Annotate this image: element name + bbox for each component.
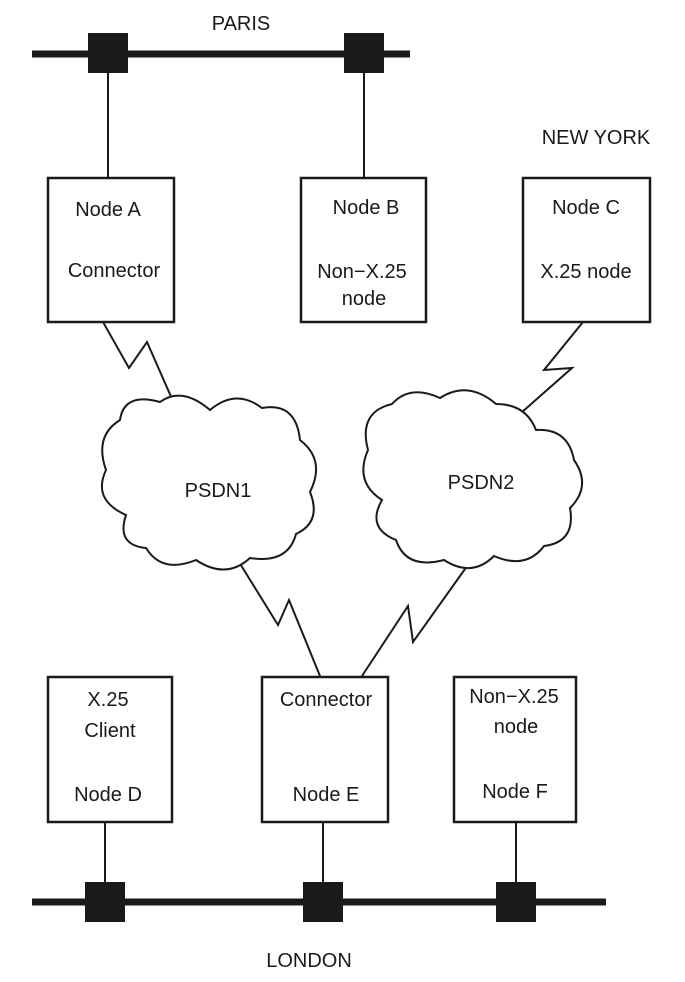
psdn1-cloud-shape bbox=[101, 394, 318, 571]
link-node-c-psdn2 bbox=[512, 321, 584, 421]
london-label: LONDON bbox=[266, 950, 352, 972]
node-c-role: X.25 node bbox=[540, 261, 631, 283]
psdn1-label: PSDN1 bbox=[185, 480, 252, 502]
paris-tap-a bbox=[88, 33, 128, 73]
node-f-role-line2: node bbox=[494, 716, 539, 738]
node-d-role-line2: Client bbox=[84, 720, 136, 742]
node-f-role-line1: Non−X.25 bbox=[469, 686, 559, 708]
london-tap-d bbox=[85, 882, 125, 922]
paris-label: PARIS bbox=[212, 13, 271, 35]
node-c-box bbox=[521, 176, 652, 324]
node-b-name: Node B bbox=[333, 197, 400, 219]
node-f: Non−X.25 node Node F bbox=[452, 675, 578, 824]
london-tap-e bbox=[303, 882, 343, 922]
link-psdn2-node-e bbox=[361, 561, 471, 677]
link-psdn1-node-e bbox=[238, 561, 321, 677]
node-f-box bbox=[452, 675, 578, 824]
psdn2-label: PSDN2 bbox=[448, 472, 515, 494]
node-b: Node B Non−X.25 node bbox=[299, 176, 428, 324]
node-b-role-line2: node bbox=[342, 288, 387, 310]
node-c-name: Node C bbox=[552, 197, 620, 219]
node-a-name: Node A bbox=[75, 199, 141, 221]
node-d-role-line1: X.25 bbox=[87, 689, 128, 711]
psdn1-cloud: PSDN1 bbox=[101, 394, 318, 571]
node-d-name: Node D bbox=[74, 784, 142, 806]
node-e: Connector Node E bbox=[260, 675, 390, 824]
psdn2-cloud: PSDN2 bbox=[362, 389, 583, 569]
node-c: Node C X.25 node bbox=[521, 176, 652, 324]
link-node-a-psdn1 bbox=[102, 321, 177, 409]
psdn2-cloud-shape bbox=[362, 389, 583, 569]
node-a-box bbox=[46, 176, 176, 324]
london-lan: LONDON bbox=[32, 822, 606, 972]
node-d-box bbox=[46, 675, 174, 824]
node-e-box bbox=[260, 675, 390, 824]
paris-tap-b bbox=[344, 33, 384, 73]
node-b-box bbox=[299, 176, 428, 324]
node-f-name: Node F bbox=[482, 781, 548, 803]
node-a: Node A Connector bbox=[46, 176, 176, 324]
london-tap-f bbox=[496, 882, 536, 922]
node-d: X.25 Client Node D bbox=[46, 675, 174, 824]
paris-lan: PARIS bbox=[32, 13, 410, 178]
new-york-label: NEW YORK bbox=[542, 127, 651, 149]
node-e-name: Node E bbox=[293, 784, 360, 806]
node-b-role-line1: Non−X.25 bbox=[317, 261, 407, 283]
node-a-role: Connector bbox=[68, 260, 161, 282]
node-e-role: Connector bbox=[280, 689, 373, 711]
